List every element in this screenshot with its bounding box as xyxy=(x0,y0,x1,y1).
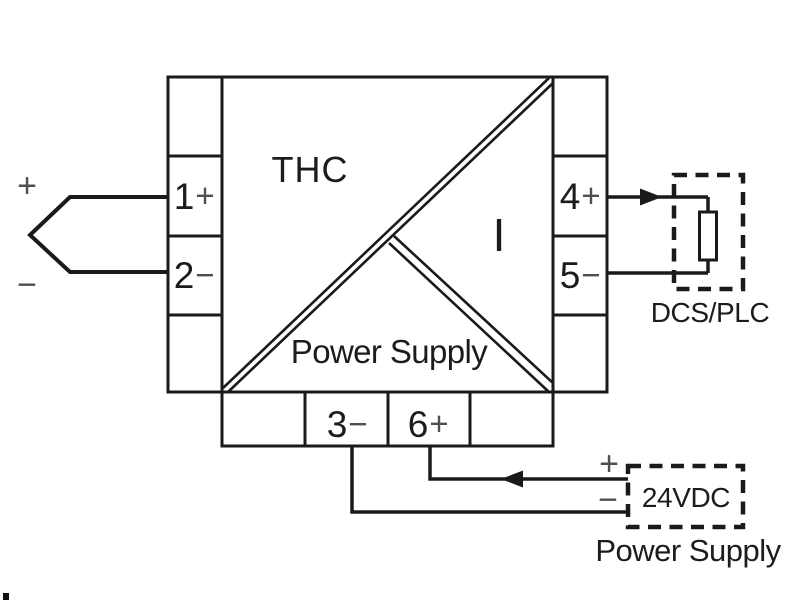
output-branch-diagonal-line-1 xyxy=(393,235,554,384)
device-input-type-label: THC xyxy=(272,149,349,190)
device-power-section-label: Power Supply xyxy=(291,333,489,370)
terminal-1-sign: + xyxy=(195,177,214,214)
isolation-diagonal-line-1 xyxy=(222,77,550,389)
isolation-diagonal-line-2 xyxy=(227,82,554,393)
sensor-plus-sign: + xyxy=(17,167,37,205)
terminal-2-number: 2 xyxy=(174,255,195,296)
device-output-type-label: I xyxy=(493,209,506,261)
terminal-2-sign: − xyxy=(195,256,214,293)
terminal-4-number: 4 xyxy=(560,176,581,217)
thermocouple-symbol xyxy=(27,195,168,274)
sensor-minus-sign: − xyxy=(17,266,37,304)
psu-voltage-label: 24VDC xyxy=(642,482,730,513)
right-terminal-dividers xyxy=(553,154,607,317)
terminal-3-number: 3 xyxy=(327,404,348,445)
output-minus-wire xyxy=(607,260,710,275)
power-plus-wire xyxy=(428,446,628,481)
dcs-plc-label: DCS/PLC xyxy=(651,297,770,328)
dcs-plc-dashed-box xyxy=(671,172,746,292)
psu-name-label: Power Supply xyxy=(595,533,781,568)
output-plus-wire xyxy=(607,195,710,212)
terminal-5-number: 5 xyxy=(560,255,581,296)
terminal-1-number: 1 xyxy=(174,176,195,217)
left-terminal-dividers xyxy=(168,154,222,317)
power-minus-wire xyxy=(350,446,628,514)
terminal-6-sign: + xyxy=(429,405,448,442)
load-resistor-symbol xyxy=(698,210,718,262)
terminal-6-number: 6 xyxy=(408,404,429,445)
psu-minus-sign: − xyxy=(598,481,618,519)
output-branch-diagonal-line-2 xyxy=(388,242,550,393)
bottom-terminal-dividers xyxy=(303,392,472,446)
current-flow-arrow-right-icon xyxy=(640,188,662,206)
terminal-4-sign: + xyxy=(581,177,600,214)
psu-plus-sign: + xyxy=(599,445,619,483)
terminal-5-sign: − xyxy=(581,256,600,293)
terminal-3-sign: − xyxy=(348,405,367,442)
corner-artifact-mark xyxy=(3,593,9,600)
current-flow-arrow-left-icon xyxy=(501,470,523,488)
